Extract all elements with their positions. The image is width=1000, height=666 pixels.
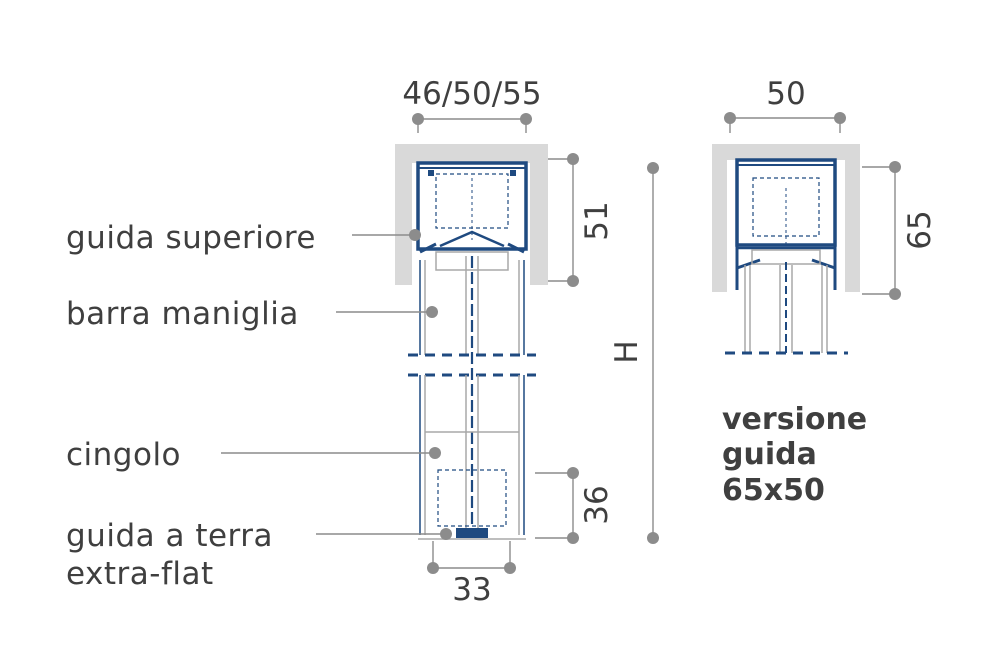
upper-guide-left xyxy=(416,161,528,251)
dim-height-top-left: 51 xyxy=(579,201,615,240)
right-profile: 50 65 versione guida 65x50 xyxy=(712,76,938,508)
version-line-2: guida xyxy=(722,437,817,472)
right-housing xyxy=(712,144,860,292)
dim-top-width-right: 50 xyxy=(766,76,805,112)
dim-height-total: H xyxy=(609,340,645,363)
label-barra-maniglia: barra maniglia xyxy=(66,296,299,332)
left-profile: 46/50/55 51 36 33 H xyxy=(395,76,659,608)
dim-height-top-right: 65 xyxy=(902,210,938,249)
version-line-3: 65x50 xyxy=(722,473,825,508)
left-door-leaf xyxy=(408,251,536,540)
dim-bottom-width: 33 xyxy=(452,572,491,608)
left-housing xyxy=(395,144,548,285)
dim-top-width-left: 46/50/55 xyxy=(402,76,541,112)
callouts: guida superiore barra maniglia cingolo g… xyxy=(66,220,452,592)
dim-height-bottom: 36 xyxy=(579,485,615,524)
label-cingolo: cingolo xyxy=(66,437,181,473)
label-extra-flat: extra-flat xyxy=(66,556,214,592)
version-line-1: versione xyxy=(722,402,867,437)
label-guida-superiore: guida superiore xyxy=(66,220,316,256)
label-guida-a-terra: guida a terra xyxy=(66,518,273,554)
